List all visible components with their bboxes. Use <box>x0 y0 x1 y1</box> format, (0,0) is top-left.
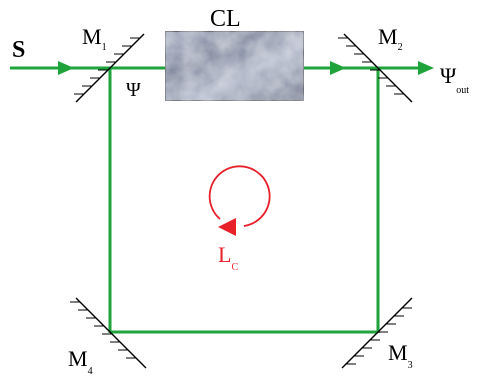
source-label: S <box>12 37 25 63</box>
top-arrowhead <box>330 61 346 75</box>
mirror-m4 <box>70 297 147 369</box>
beam-paths <box>10 66 422 334</box>
mirror-m3 <box>341 297 413 369</box>
crystal <box>164 30 305 102</box>
loop-label: LC <box>218 242 238 273</box>
output-field-label: Ψout <box>440 63 469 96</box>
internal-field-label: Ψ <box>126 79 141 101</box>
mirror-m1-label: M1 <box>82 24 107 53</box>
mirror-m2-label: M2 <box>378 24 403 53</box>
mirror-m3-label: M3 <box>388 340 413 371</box>
mirror-m2 <box>338 33 413 103</box>
circulation-arrow <box>208 165 271 236</box>
output-arrowhead <box>418 61 434 75</box>
circulation-arrowhead <box>218 218 236 236</box>
output-field-sub: out <box>456 85 469 96</box>
circulation-arc <box>208 165 271 227</box>
mirror-m4-label: M4 <box>68 346 93 377</box>
input-arrowhead <box>58 61 74 75</box>
mirror-m1 <box>74 33 145 103</box>
crystal-label: CL <box>210 6 241 32</box>
loop-label-sub: C <box>231 262 238 273</box>
output-field-main: Ψ <box>440 63 457 88</box>
crystal-block <box>164 30 305 102</box>
beam-arrowheads <box>58 61 434 75</box>
loop-label-main: L <box>218 242 231 267</box>
